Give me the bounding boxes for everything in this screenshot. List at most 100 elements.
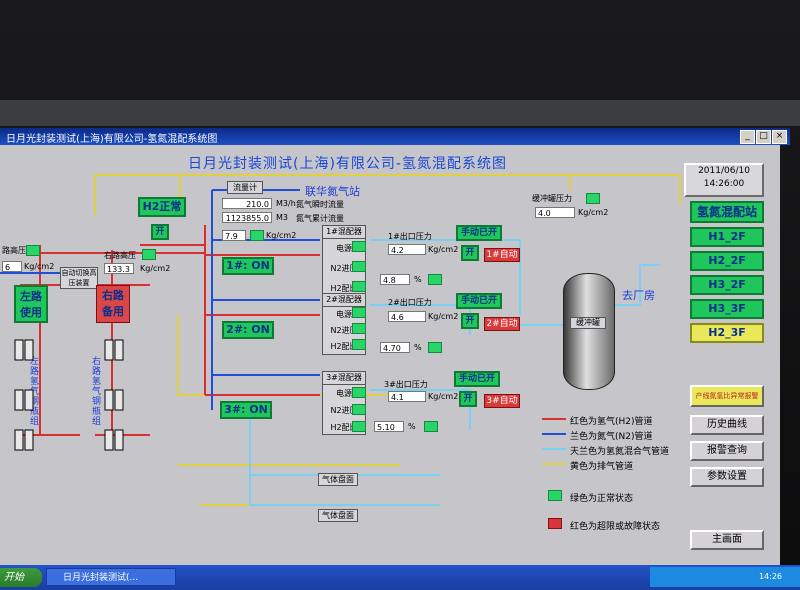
n2-instant-unit: M3/h [276,199,296,208]
sidebar-item-h3-3f[interactable]: H3_3F [690,299,764,319]
buffer-pressure-status [586,193,600,204]
mixer1-outlet-value: 4.2 [388,244,426,255]
left-bottle-label: 左路氢气钢瓶组 [30,357,40,427]
factory-label: 去厂房 [622,289,655,302]
datetime-display: 2011/06/10 14:26:00 [684,163,764,197]
mixer3-status: 3#: ON [220,401,272,419]
mixer3-ratio-status [424,421,438,432]
start-button[interactable]: 开始 [0,568,42,587]
mixer1-ratio-status [428,274,442,285]
mixer2-status: 2#: ON [222,321,274,339]
mixer2-h2-label: H2配比 [330,342,358,351]
auto-switch-box[interactable]: 自动切换高压装置 [60,267,98,289]
scada-screen: 日月光封装测试(上海)有限公司-氢氮混配系统图 2011/06/10 14:26… [0,145,780,565]
maximize-button[interactable]: □ [756,130,771,144]
mixer1-h2-status [352,281,366,292]
mixer1-name: 1#混配器 [323,226,365,239]
mixer3-outlet-label: 3#出口压力 [384,380,428,389]
window-titlebar[interactable]: 日月光封装测试(上海)有限公司-氢氮混配系统图 _ □ × [0,128,790,145]
mixer1-power-label: 电源 [336,244,352,253]
left-route-indicator: 左路使用 [14,285,48,323]
legend-redsq: 红色为超限或故障状态 [570,522,661,532]
mixer1-ratio-unit: % [414,275,422,284]
left-pressure-value: 6 [2,261,22,272]
mixer1-h2-label: H2配比 [330,284,358,293]
n2-pressure-unit: Kg/cm2 [266,231,297,240]
sidebar-item-h3-2f[interactable]: H3_2F [690,275,764,295]
params-button[interactable]: 参数设置 [690,467,764,487]
left-pressure-status [26,245,40,256]
buffer-tank-label: 缓冲罐 [570,317,606,329]
mixer1-open-button[interactable]: 开 [461,245,479,261]
sidebar-title: 氢氮混配站 [690,201,764,223]
close-button[interactable]: × [772,130,787,144]
legend-yellow: 黄色为排气管道 [570,462,634,472]
mixer3-name: 3#混配器 [323,372,365,385]
sidebar-item-h1-2f[interactable]: H1_2F [690,227,764,247]
mixer1-status: 1#: ON [222,257,274,275]
n2-pressure-value: 7.9 [222,230,246,241]
flowmeter-box[interactable]: 流量计 [227,181,263,194]
left-pressure-label: 路高压 [2,246,26,255]
mixer2-power-label: 电源 [336,310,352,319]
window-title: 日月光封装测试(上海)有限公司-氢氮混配系统图 [6,134,218,145]
mixer2-ratio-unit: % [414,343,422,352]
buffer-tank[interactable] [563,273,615,390]
time-text: 14:26:00 [703,179,745,189]
n2-total-label: 氮气累计流量 [296,214,344,223]
mixer2-n2-status [352,323,366,334]
mixer3-manual-indicator: 手动已开 [454,371,500,387]
right-pressure-status [142,249,156,260]
nitrogen-station-label: 联华氮气站 [305,185,360,198]
system-tray[interactable]: 14:26 [650,567,800,587]
mixer3-ratio-value: 5.10 [374,421,404,432]
mixer1-power-status [352,241,366,252]
main-screen-button[interactable]: 主画面 [690,530,764,550]
gas-panel-1[interactable]: 气体盘面 [318,473,358,486]
mixer2-open-button[interactable]: 开 [461,313,479,329]
sidebar-item-h2-2f[interactable]: H2_2F [690,251,764,271]
mixer2-ratio-status [428,342,442,353]
gas-panel-2[interactable]: 气体盘面 [318,509,358,522]
mixer3-outlet-unit: Kg/cm2 [428,392,459,401]
mixer1-manual-indicator: 手动已开 [456,225,502,241]
mixer1-n2-label: N2进压 [330,264,358,273]
buffer-pressure-label: 缓冲罐压力 [532,194,572,203]
mixer3-open-button[interactable]: 开 [459,391,477,407]
tray-clock: 14:26 [758,572,782,581]
mixer1-auto-button[interactable]: 1#自动 [484,248,520,262]
alarm-button[interactable]: 产线氮氢比异常报警 [690,385,764,407]
taskbar-app-item[interactable]: 日月光封装测试(... [46,568,176,586]
mixer1-outlet-unit: Kg/cm2 [428,245,459,254]
mixer3-auto-button[interactable]: 3#自动 [484,394,520,408]
mixer3-outlet-value: 4.1 [388,391,426,402]
mixer2-n2-label: N2进压 [330,326,358,335]
legend-lines [542,418,566,465]
mixer2-outlet-unit: Kg/cm2 [428,312,459,321]
sidebar-item-h2-3f[interactable]: H2_3F [690,323,764,343]
mixer2-auto-button[interactable]: 2#自动 [484,317,520,331]
legend-green-square [548,490,562,501]
mixer2-outlet-value: 4.6 [388,311,426,322]
history-button[interactable]: 历史曲线 [690,415,764,435]
minimize-button[interactable]: _ [740,130,755,144]
mixer2-power-status [352,307,366,318]
mixer3-h2-label: H2配比 [330,423,358,432]
alarm-query-button[interactable]: 报警查询 [690,441,764,461]
right-pressure-label: 右路高压 [104,251,136,260]
mixer3-n2-label: N2进压 [330,406,358,415]
mixer2-outlet-label: 2#出口压力 [388,298,432,307]
mixer2-name: 2#混配器 [323,294,365,307]
mixer2-ratio-value: 4.70 [380,342,410,353]
h2-open-button[interactable]: 开 [151,224,169,240]
buffer-pressure-unit: Kg/cm2 [578,208,609,217]
legend-red: 红色为氢气(H2)管道 [570,417,653,427]
mixer3-h2-status [352,421,366,432]
right-route-indicator: 右路备用 [96,285,130,323]
mixer1-n2-status [352,261,366,272]
legend-red-square [548,518,562,529]
legend-green: 绿色为正常状态 [570,494,634,504]
n2-total-value: 1123855.0 [222,212,272,223]
h2-status-indicator: H2正常 [138,197,186,217]
